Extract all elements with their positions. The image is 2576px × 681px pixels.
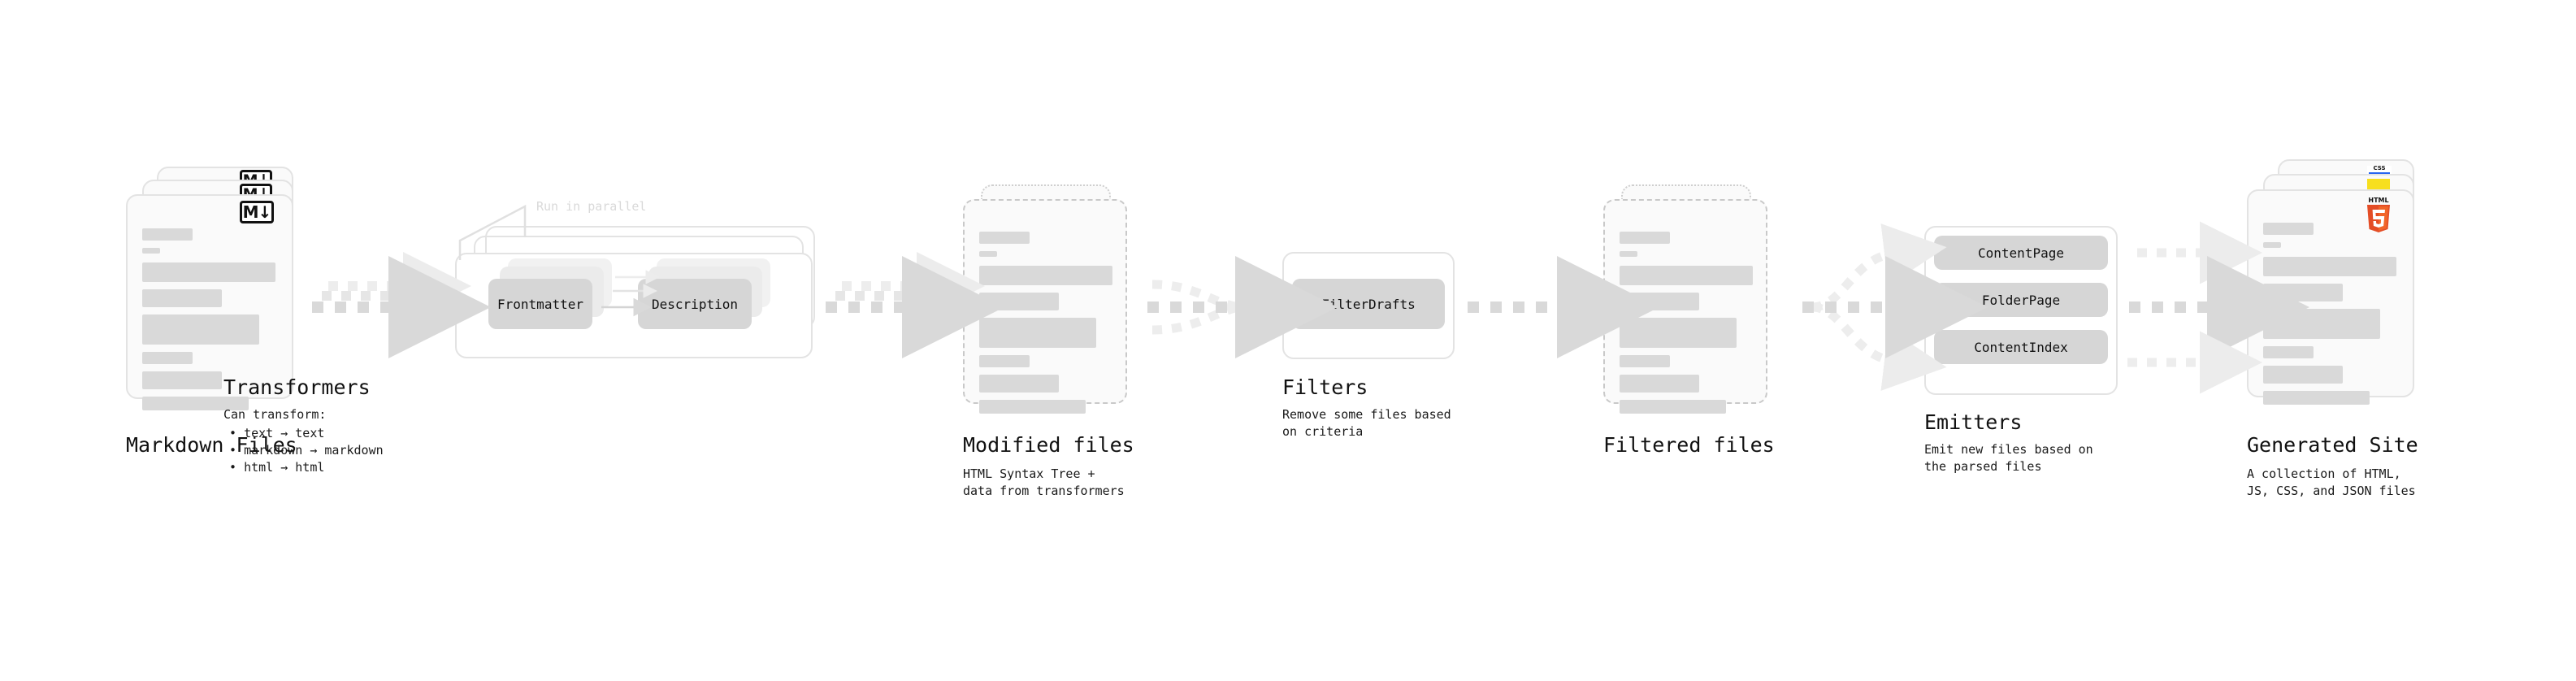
content-bar [2263, 284, 2343, 301]
modified-files-stack [963, 184, 1150, 445]
content-bar [979, 375, 1059, 393]
transformers-bullet: markdown → markdown [229, 442, 384, 459]
transformers-bullet: html → html [229, 459, 384, 476]
connector-emitters-to-site [2127, 221, 2309, 394]
content-bar [979, 355, 1030, 367]
transformer-chip-description[interactable]: Description [638, 279, 752, 329]
content-bar [979, 318, 1096, 348]
markdown-file-content-bars [142, 228, 280, 418]
content-bar [142, 248, 160, 254]
markdown-files-stack: M↓ M↓ M↓ [126, 167, 313, 427]
site-file-content-bars [2263, 223, 2401, 412]
transformers-title: Transformers [223, 375, 371, 399]
connector-md-to-transformers [312, 252, 491, 358]
markdown-icon: M↓ [240, 201, 274, 223]
content-bar [1620, 232, 1670, 244]
content-bar [2263, 257, 2396, 276]
content-bar [979, 293, 1059, 310]
content-bar [1620, 251, 1637, 257]
modified-files-title: Modified files [963, 433, 1134, 457]
filtered-files-title: Filtered files [1603, 433, 1775, 457]
content-bar [1620, 318, 1737, 348]
content-bar [1620, 375, 1699, 393]
content-bar [2263, 309, 2380, 339]
css-icon-label: CSS [2373, 165, 2386, 171]
content-bar [1620, 293, 1699, 310]
connector-modified-to-filters [1147, 256, 1338, 358]
connector-transformers-to-modified [826, 252, 1004, 358]
emitters-title: Emitters [1924, 410, 2023, 434]
content-bar [2263, 223, 2314, 235]
transformer-chip-frontmatter[interactable]: Frontmatter [488, 279, 592, 329]
modified-files-subtitle: HTML Syntax Tree + data from transformer… [963, 466, 1125, 498]
html5-icon: HTML [2367, 197, 2390, 232]
emitter-chip-folderpage[interactable]: FolderPage [1934, 283, 2108, 317]
content-bar [1620, 355, 1670, 367]
content-bar [2263, 346, 2314, 358]
transformers-bullets: text → text markdown → markdown html → h… [229, 423, 384, 476]
generated-site-subtitle: A collection of HTML, JS, CSS, and JSON … [2247, 466, 2416, 498]
content-bar [979, 266, 1112, 285]
content-bar [142, 289, 222, 307]
content-bar [142, 262, 275, 282]
content-bar [2263, 391, 2370, 405]
filters-title: Filters [1282, 375, 1368, 399]
generated-site-stack: CSS HTML [2247, 159, 2442, 427]
modified-file-content-bars [979, 232, 1117, 421]
emitters-subtitle: Emit new files based on the parsed files [1924, 442, 2093, 474]
content-bar [1620, 266, 1753, 285]
content-bar [979, 232, 1030, 244]
content-bar [2263, 366, 2343, 384]
emitter-chip-contentindex[interactable]: ContentIndex [1934, 330, 2108, 364]
content-bar [142, 352, 193, 364]
filtered-files-stack [1603, 184, 1790, 445]
content-bar [142, 371, 222, 389]
transformers-subtitle: Can transform: [223, 407, 327, 422]
content-bar [142, 228, 193, 241]
transformers-bullet: text → text [229, 425, 384, 442]
filters-subtitle: Remove some files based on criteria [1282, 407, 1451, 439]
filter-chip-filterdrafts[interactable]: FilterDrafts [1292, 279, 1445, 329]
emitter-chip-contentpage[interactable]: ContentPage [1934, 236, 2108, 270]
filtered-file-content-bars [1620, 232, 1758, 421]
content-bar [142, 397, 249, 410]
content-bar [979, 251, 997, 257]
content-bar [979, 400, 1086, 414]
svg-text:HTML: HTML [2368, 197, 2388, 204]
content-bar [142, 314, 259, 345]
content-bar [1620, 400, 1726, 414]
content-bar [2263, 242, 2281, 248]
run-in-parallel-label: Run in parallel [536, 199, 647, 214]
connector-filtered-to-emitters [1802, 223, 1988, 391]
generated-site-title: Generated Site [2247, 433, 2418, 457]
